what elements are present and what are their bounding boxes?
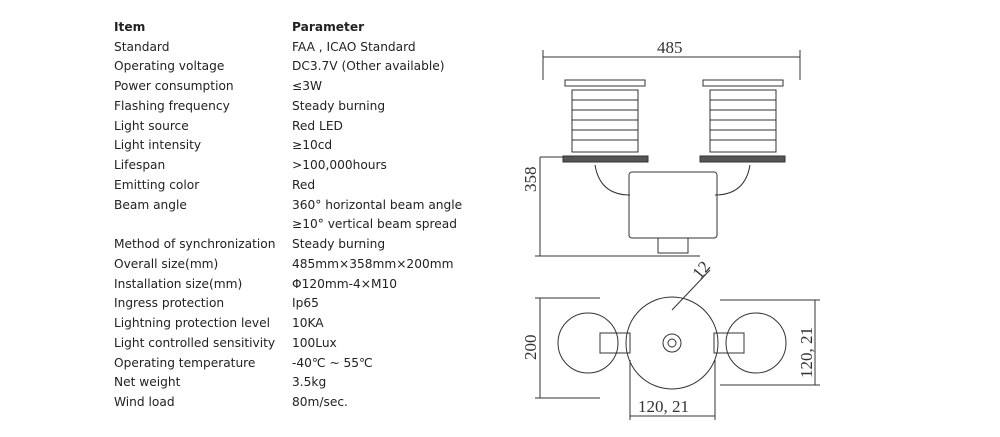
spec-item: Operating voltage — [114, 59, 225, 74]
spec-item: Flashing frequency — [114, 98, 230, 113]
spec-row: Wind load 80m/sec. — [114, 392, 462, 412]
spec-value: 3.5kg — [292, 375, 327, 390]
control-box — [628, 171, 718, 239]
spec-row: Light controlled sensitivity 100Lux — [114, 333, 462, 353]
spec-row: Method of synchronization Steady burning — [114, 234, 462, 254]
angle-label: 12 — [689, 257, 714, 282]
height-label: 358 — [521, 167, 540, 193]
pcd-right-label: 120, 21 — [797, 327, 816, 378]
spec-item: Wind load — [114, 395, 175, 410]
spec-item: Net weight — [114, 375, 181, 390]
spec-item: Operating temperature — [114, 355, 256, 370]
spec-item: Beam angle — [114, 197, 187, 212]
depth-label: 200 — [521, 335, 540, 361]
spec-row: Emitting color Red — [114, 175, 462, 195]
spec-row: Operating voltage DC3.7V (Other available… — [114, 57, 462, 77]
spec-value: ≥10cd — [292, 138, 333, 153]
spec-item: Power consumption — [114, 79, 234, 94]
spec-value: >100,000hours — [292, 158, 387, 173]
spec-value: Steady burning — [292, 98, 386, 113]
front-view: 485 358 — [521, 38, 801, 257]
spec-item: Installation size(mm) — [114, 276, 243, 291]
spec-item: Light intensity — [114, 138, 202, 153]
spec-value: 100Lux — [292, 335, 337, 350]
spec-value: DC3.7V (Other available) — [292, 59, 445, 74]
spec-row: Lifespan >100,000hours — [114, 155, 462, 175]
top-view: 12 200 120, 21 120, 21 — [521, 257, 820, 420]
spec-row: Lightning protection level 10KA — [114, 313, 462, 333]
spec-value: Red — [292, 177, 316, 192]
spec-value: Steady burning — [292, 237, 386, 252]
spec-header-row: Item Parameter — [114, 17, 462, 37]
spec-row: Standard FAA , ICAO Standard — [114, 37, 462, 57]
spec-item: Light source — [114, 118, 189, 133]
mount-pole — [657, 237, 689, 254]
spec-value: ≤3W — [292, 79, 323, 94]
spec-item: Light controlled sensitivity — [114, 335, 276, 350]
spec-table: Item Parameter Standard FAA , ICAO Standa… — [114, 17, 462, 412]
spec-row: Beam angle 360° horizontal beam angle — [114, 195, 462, 215]
spec-row: Light intensity ≥10cd — [114, 136, 462, 156]
spec-row: Light source Red LED — [114, 116, 462, 136]
spec-value: 10KA — [292, 316, 324, 331]
right-light — [699, 79, 786, 196]
spec-value: Ip65 — [292, 296, 319, 311]
spec-item: Lightning protection level — [114, 316, 270, 331]
spec-row: Operating temperature -40℃ ~ 55℃ — [114, 353, 462, 373]
spec-item: Ingress protection — [114, 296, 225, 311]
spec-value: ≥10° vertical beam spread — [292, 217, 457, 232]
spec-row: Overall size(mm) 485mm×358mm×200mm — [114, 254, 462, 274]
spec-value: -40℃ ~ 55℃ — [292, 355, 373, 370]
header-parameter: Parameter — [292, 19, 365, 34]
spec-item: Method of synchronization — [114, 237, 276, 252]
spec-item: Lifespan — [114, 158, 166, 173]
spec-item: Standard — [114, 39, 170, 54]
pcd-bottom-label: 120, 21 — [638, 397, 689, 416]
width-label: 485 — [657, 38, 683, 57]
spec-item: Overall size(mm) — [114, 256, 219, 271]
spec-value: Φ120mm-4×M10 — [292, 276, 397, 291]
spec-value: 360° horizontal beam angle — [292, 197, 463, 212]
spec-row: Installation size(mm) Φ120mm-4×M10 — [114, 274, 462, 294]
spec-value: Red LED — [292, 118, 343, 133]
spec-value: 485mm×358mm×200mm — [292, 256, 454, 271]
left-light — [562, 79, 649, 196]
spec-row: Flashing frequency Steady burning — [114, 96, 462, 116]
spec-value: 80m/sec. — [292, 395, 348, 410]
spec-row: Ingress protection Ip65 — [114, 294, 462, 314]
spec-row: Power consumption ≤3W — [114, 76, 462, 96]
header-item: Item — [114, 19, 146, 34]
spec-row: ≥10° vertical beam spread — [114, 215, 462, 235]
spec-item: Emitting color — [114, 177, 200, 192]
spec-value: FAA , ICAO Standard — [292, 39, 416, 54]
spec-row: Net weight 3.5kg — [114, 373, 462, 393]
